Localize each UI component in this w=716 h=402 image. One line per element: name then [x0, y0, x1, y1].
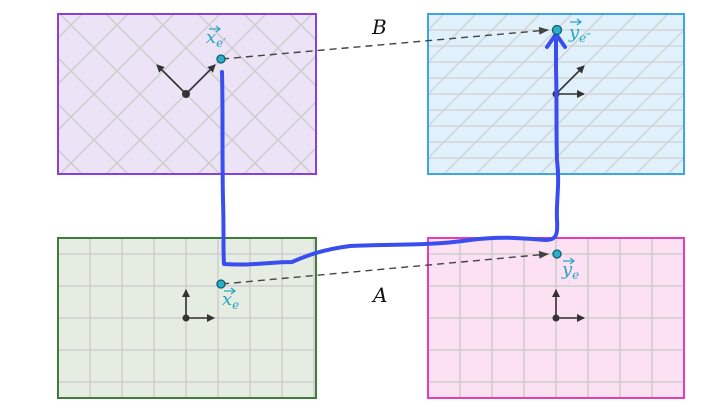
purple-panel-border	[57, 13, 317, 175]
grid-line	[428, 14, 541, 127]
grid-line	[58, 14, 222, 174]
grid-line	[150, 14, 314, 174]
grid-line	[571, 61, 684, 174]
dashed-arrow-a	[221, 250, 549, 285]
grid-line	[539, 29, 684, 174]
point-x-e-prime	[216, 54, 226, 64]
grid-line	[428, 14, 509, 95]
purple-diamond-grid	[0, 0, 316, 220]
point-x-e	[216, 279, 226, 289]
svg-text:xe′: xe′	[206, 27, 226, 50]
grid-line	[58, 14, 130, 86]
label-x-e-prime: xe′	[206, 25, 226, 50]
grid-line	[507, 14, 669, 174]
grid-line	[443, 14, 605, 174]
grid-line	[104, 14, 268, 174]
label-y-e-double-prime: ye″	[568, 18, 591, 45]
label-b: B	[371, 15, 387, 39]
grid-line	[196, 14, 316, 134]
point-y-e-double-prime	[551, 24, 563, 36]
blue-transition-path	[220, 38, 561, 267]
grid-line	[58, 14, 176, 132]
label-y-e: ye	[561, 257, 579, 282]
grid-line	[428, 14, 573, 159]
grid-line	[428, 14, 477, 63]
dashed-arrow-b	[221, 26, 549, 60]
grid-line	[686, 0, 716, 220]
grid-line	[475, 14, 637, 174]
svg-text:ye: ye	[561, 259, 579, 282]
grid-line	[104, 14, 268, 174]
grid-line	[0, 0, 50, 220]
svg-text:xe: xe	[222, 289, 239, 312]
grid-line	[58, 56, 176, 174]
grid-line	[0, 0, 4, 220]
purple-panel	[0, 0, 317, 220]
grid-line	[58, 14, 222, 174]
grid-line	[288, 14, 316, 42]
grid-line	[58, 14, 84, 40]
grid-line	[196, 54, 316, 174]
point-y-e	[552, 249, 562, 259]
grid-line	[242, 100, 316, 174]
label-x-e: xe	[222, 287, 239, 312]
green-panel-border	[57, 237, 317, 399]
pink-square-grid	[428, 238, 684, 398]
grid-line	[58, 102, 130, 174]
grid-line	[603, 93, 684, 174]
grid-line	[150, 14, 314, 174]
coordinate-frame-icon	[156, 64, 585, 322]
grid-line	[0, 0, 36, 220]
svg-text:ye″: ye″	[568, 22, 591, 45]
grid-line	[242, 14, 316, 88]
label-a: A	[371, 283, 387, 307]
